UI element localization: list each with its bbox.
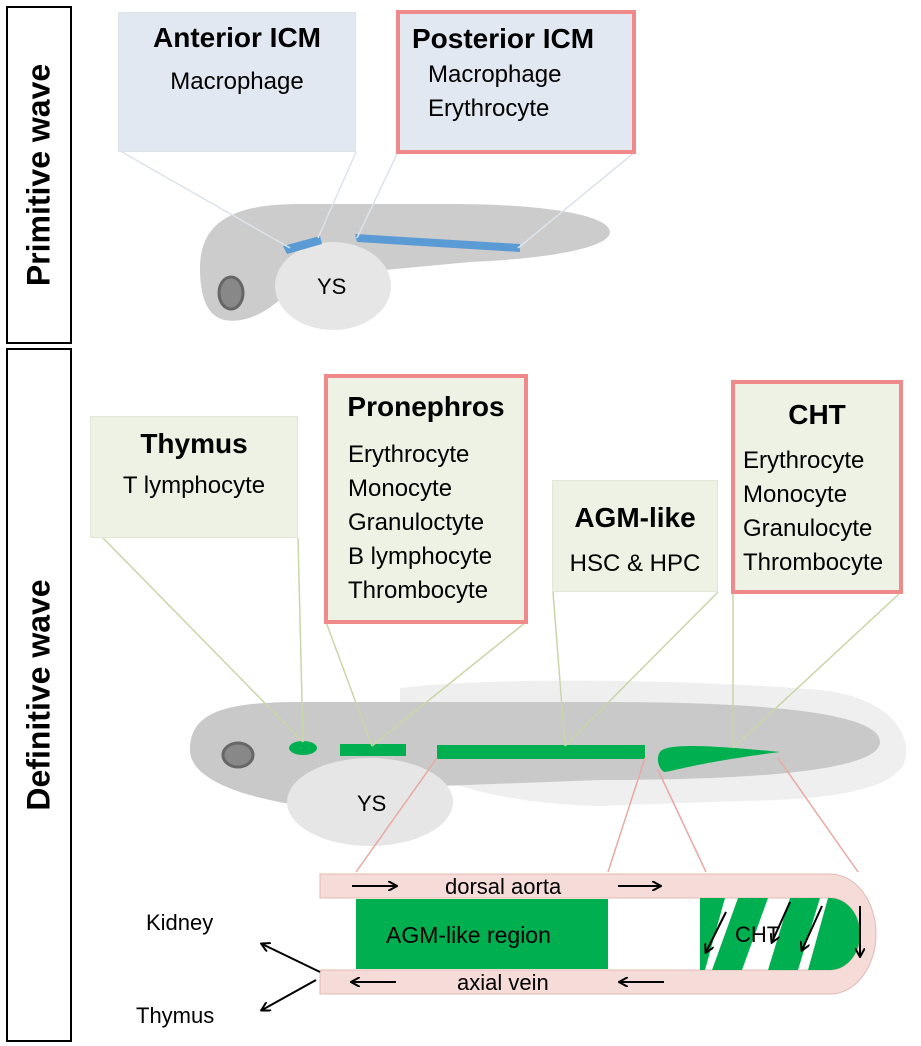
connector-line xyxy=(356,151,399,239)
yolk-sac-label-primitive: YS xyxy=(317,274,347,299)
arrow-icon xyxy=(772,901,791,942)
zoom-line xyxy=(657,769,707,873)
card-item: Macrophage xyxy=(170,68,304,95)
pronephros-card: Pronephros Erythrocyte Monocyte Granuloc… xyxy=(324,374,528,624)
connector-line xyxy=(564,591,719,747)
arrow-to-kidney-icon xyxy=(262,944,321,973)
kidney-label: Kidney xyxy=(146,910,214,935)
connector-line xyxy=(552,591,566,747)
connector-line xyxy=(317,151,357,239)
card-item: Granuloctyte xyxy=(348,509,485,536)
connector-line xyxy=(371,621,527,747)
card-item: Monocyte xyxy=(348,475,453,502)
connector-line xyxy=(517,151,636,249)
cht-card: CHT Erythrocyte Monocyte Granulocyte Thr… xyxy=(731,380,903,594)
primitive-eye xyxy=(217,275,245,311)
agm-like-card: AGM-like HSC & HPC xyxy=(552,480,718,592)
zoom-line xyxy=(607,757,646,873)
card-title: AGM-like xyxy=(574,502,696,533)
arrow-icon xyxy=(802,905,823,950)
card-title: Thymus xyxy=(140,428,248,459)
cht-region-label: CHT xyxy=(735,922,781,947)
primitive-yolk-sac xyxy=(275,242,391,330)
card-title: Anterior ICM xyxy=(153,22,321,53)
arrow-to-thymus-icon xyxy=(262,979,317,1010)
card-item: Macrophage xyxy=(428,61,562,88)
arrow-icon xyxy=(706,911,727,952)
card-item: Erythrocyte xyxy=(428,95,550,122)
card-title: CHT xyxy=(788,399,846,430)
thymus-card: Thymus T lymphocyte xyxy=(90,416,298,538)
dorsal-aorta-label: dorsal aorta xyxy=(445,874,562,899)
yolk-sac-label-definitive: YS xyxy=(357,791,387,816)
anterior-icm-card: Anterior ICM Macrophage xyxy=(118,12,356,152)
connector-line xyxy=(732,591,902,749)
zoom-line xyxy=(777,757,859,873)
card-item: Monocyte xyxy=(743,481,848,508)
card-item: T lymphocyte xyxy=(122,472,266,499)
card-item: B lymphocyte xyxy=(348,543,493,570)
card-item: HSC & HPC xyxy=(569,550,701,577)
axial-vein-label: axial vein xyxy=(457,970,549,995)
anterior-icm-tissue xyxy=(283,236,322,254)
definitive-embryo xyxy=(102,537,907,873)
card-item: Erythrocyte xyxy=(743,447,865,474)
card-title: Pronephros xyxy=(347,391,505,422)
posterior-icm-card: Posterior ICM Macrophage Erythrocyte xyxy=(396,10,636,154)
definitive-wave-panel: Definitive wave xyxy=(6,348,72,1042)
primitive-wave-panel: Primitive wave xyxy=(6,6,72,344)
connector-line xyxy=(102,537,304,743)
cht-stripes xyxy=(700,898,860,970)
thymus-output-label: Thymus xyxy=(136,1003,215,1028)
vessel-schematic xyxy=(262,873,877,1010)
card-item: Granulocyte xyxy=(743,515,873,542)
pronephros-tissue xyxy=(340,744,406,756)
definitive-eye xyxy=(221,741,255,769)
connector-line xyxy=(325,621,373,747)
posterior-icm-tissue xyxy=(355,234,520,252)
primitive-embryo xyxy=(121,151,636,330)
cht-tissue xyxy=(657,746,780,772)
card-title: Posterior ICM xyxy=(412,23,595,54)
connector-line xyxy=(121,151,291,249)
connector-line xyxy=(297,537,304,743)
card-item: Erythrocyte xyxy=(348,441,470,468)
agm-like-region-block xyxy=(356,899,608,969)
card-item: Thrombocyte xyxy=(743,549,884,576)
card-item: Thrombocyte xyxy=(348,577,489,604)
thymus-tissue xyxy=(289,741,317,755)
primitive-embryo-body xyxy=(200,204,610,321)
agm-tissue xyxy=(437,745,645,759)
agm-like-region-label: AGM-like region xyxy=(386,922,551,948)
zoom-line xyxy=(355,757,438,873)
definitive-yolk-sac xyxy=(287,758,453,846)
